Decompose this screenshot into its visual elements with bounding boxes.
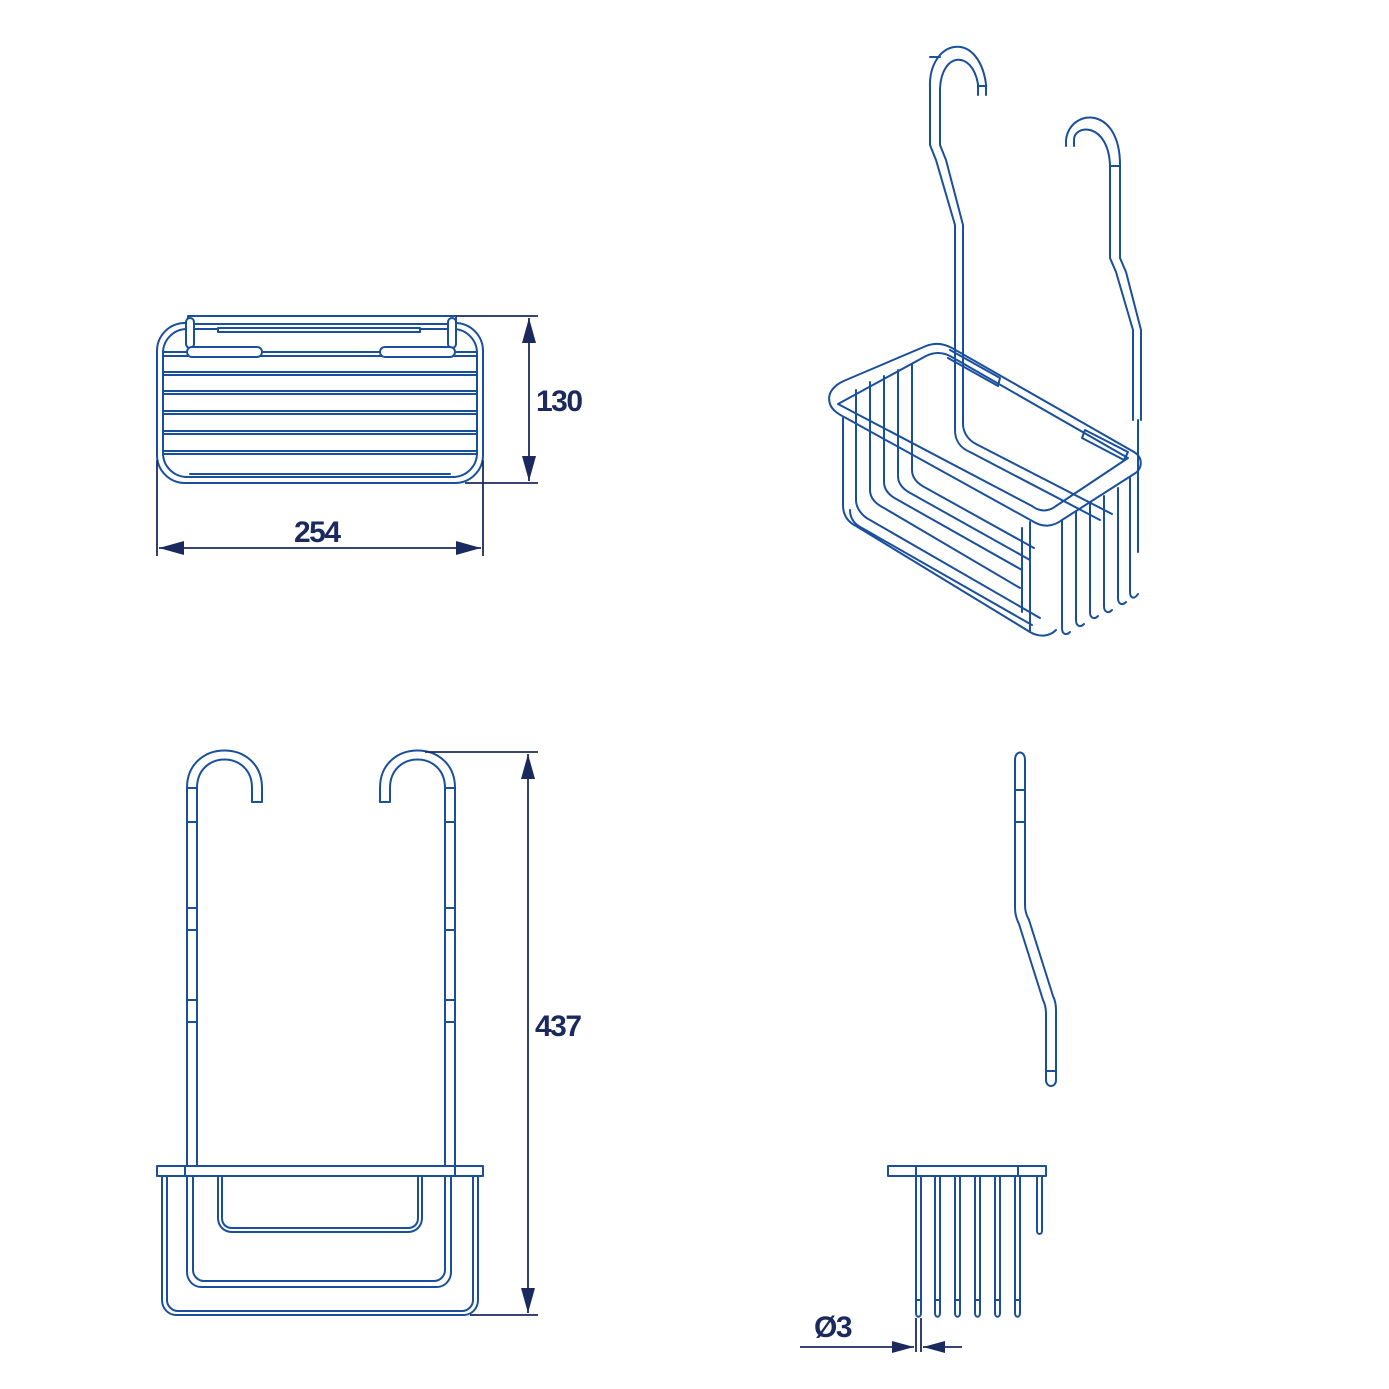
iso-right-hook (1065, 116, 1142, 421)
iso-left-hook (928, 45, 987, 361)
isometric-view (828, 45, 1142, 637)
top-view-back-rail-inner (217, 327, 421, 333)
dimension-width: 254 (156, 460, 484, 556)
dimension-height: 437 (425, 751, 583, 1316)
front-view: 437 (156, 749, 583, 1316)
dimension-wire-diameter: Ø3 (800, 1311, 962, 1353)
top-view-slats (162, 346, 478, 478)
iso-basket-bars (842, 363, 1131, 633)
top-view-back-rail (187, 315, 457, 325)
side-rim-bar (887, 1165, 1047, 1177)
front-left-hook (186, 749, 263, 1168)
top-view: 130 254 (156, 315, 584, 556)
dimension-width-label: 254 (294, 516, 341, 549)
dimension-depth-label: 130 (536, 385, 582, 418)
top-view-right-post (447, 317, 457, 349)
front-rim-bar (156, 1165, 484, 1177)
dimension-depth: 130 (456, 315, 584, 484)
top-view-left-post (185, 317, 195, 349)
dimension-wire-diameter-label: Ø3 (814, 1311, 852, 1344)
side-vertical-wires (915, 1175, 1043, 1318)
dimension-height-label: 437 (535, 1010, 581, 1043)
front-right-hook (379, 749, 456, 1168)
side-hanger-arm (1014, 751, 1057, 1087)
side-view: Ø3 (800, 751, 1057, 1353)
iso-basket-rim (828, 342, 1142, 527)
